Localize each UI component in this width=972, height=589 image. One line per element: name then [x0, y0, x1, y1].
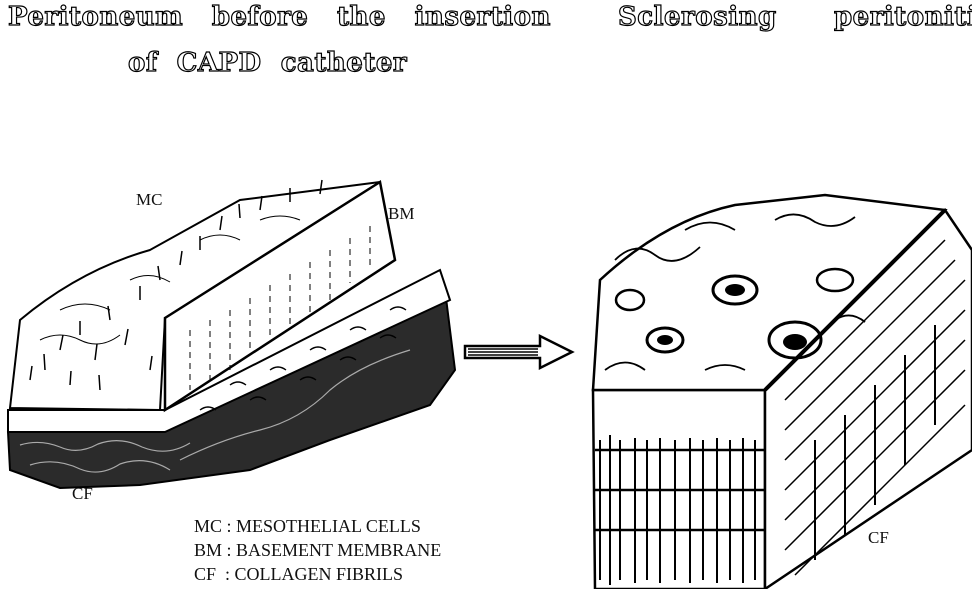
- legend-abbr: BM: [194, 540, 222, 560]
- left-title: Peritoneum before the insertion: [8, 2, 551, 32]
- legend-text: COLLAGEN FIBRILS: [235, 564, 404, 584]
- legend-row-bm: BM : BASEMENT MEMBRANE: [194, 538, 441, 562]
- left-title-line2: of CAPD catheter: [128, 48, 407, 78]
- legend: MC : MESOTHELIAL CELLS BM : BASEMENT MEM…: [194, 514, 441, 586]
- sclerosing-peritonitis-illustration: [585, 190, 972, 589]
- progression-arrow-icon: [460, 332, 580, 372]
- legend-row-cf: CF : COLLAGEN FIBRILS: [194, 562, 441, 586]
- label-cf-right: CF: [868, 528, 889, 548]
- label-cf-left: CF: [72, 484, 93, 504]
- legend-text: MESOTHELIAL CELLS: [236, 516, 421, 536]
- legend-text: BASEMENT MEMBRANE: [236, 540, 441, 560]
- right-title: Sclerosing peritonitis: [618, 2, 972, 32]
- legend-separator: :: [222, 540, 236, 560]
- legend-separator: :: [216, 564, 235, 584]
- legend-abbr: CF: [194, 564, 216, 584]
- legend-separator: :: [222, 516, 236, 536]
- legend-abbr: MC: [194, 516, 222, 536]
- legend-row-mc: MC : MESOTHELIAL CELLS: [194, 514, 441, 538]
- label-mc: MC: [136, 190, 162, 210]
- label-bm: BM: [388, 204, 414, 224]
